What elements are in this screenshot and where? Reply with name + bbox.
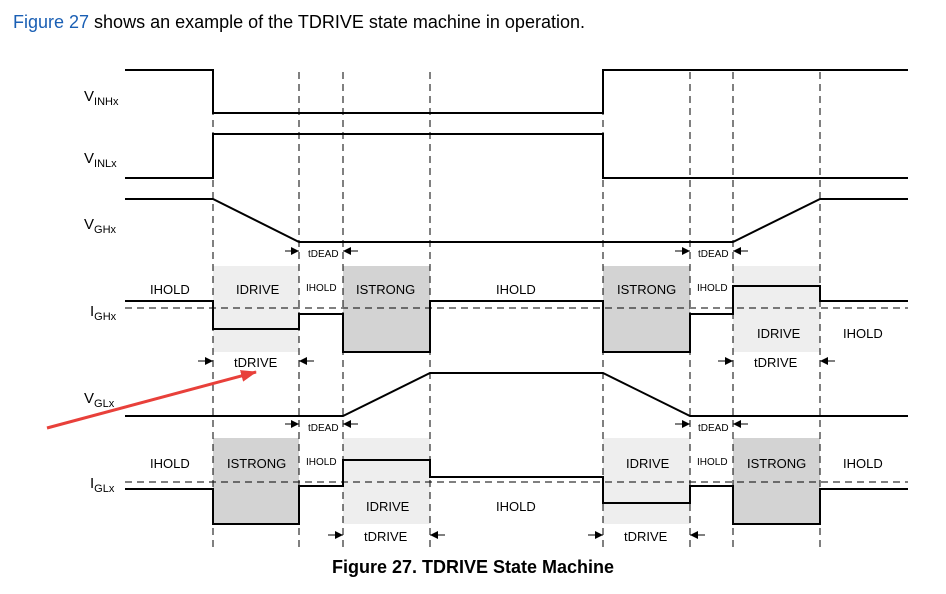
tdead-label-4: tDEAD bbox=[698, 423, 729, 434]
igh-strong-shade-1 bbox=[343, 266, 430, 352]
figure-link[interactable]: Figure 27 bbox=[13, 12, 90, 32]
shaded-regions bbox=[213, 266, 820, 524]
figure-caption: Figure 27. TDRIVE State Machine bbox=[331, 557, 615, 577]
label-igh: IGHx bbox=[90, 303, 117, 323]
label-vinl: VINLx bbox=[84, 150, 117, 170]
igh-hold-label-4: IHOLD bbox=[697, 283, 728, 294]
igl-strong-shade-1 bbox=[213, 438, 299, 524]
tdead-label-2: tDEAD bbox=[698, 249, 729, 260]
igh-waveform bbox=[125, 285, 908, 353]
vgh-waveform bbox=[125, 198, 908, 243]
igh-strong-label-1: ISTRONG bbox=[356, 282, 415, 297]
igl-hold-label-4: IHOLD bbox=[697, 457, 728, 468]
intro-text: Figure 27 shows an example of the TDRIVE… bbox=[13, 12, 585, 33]
igl-drive-shade-2 bbox=[603, 438, 690, 524]
tdrive-label-2: tDRIVE bbox=[754, 355, 798, 370]
tdrive-label-1: tDRIVE bbox=[234, 355, 278, 370]
tdead-label-3: tDEAD bbox=[308, 423, 339, 434]
igl-waveform bbox=[125, 459, 908, 525]
igl-hold-label-2: IHOLD bbox=[306, 457, 337, 468]
igl-hold-label-1: IHOLD bbox=[150, 456, 190, 471]
igh-drive-label-1: IDRIVE bbox=[236, 282, 280, 297]
igh-drive-label-2: IDRIVE bbox=[757, 326, 801, 341]
igh-strong-shade-2 bbox=[603, 266, 690, 352]
label-vgl: VGLx bbox=[84, 390, 115, 410]
label-vgh: VGHx bbox=[84, 216, 117, 236]
tdead-label-1: tDEAD bbox=[308, 249, 339, 260]
igh-strong-label-2: ISTRONG bbox=[617, 282, 676, 297]
igl-drive-label-2: IDRIVE bbox=[626, 456, 670, 471]
igl-strong-shade-2 bbox=[733, 438, 820, 524]
intro-rest: shows an example of the TDRIVE state mac… bbox=[89, 12, 585, 32]
igl-hold-label-3: IHOLD bbox=[496, 499, 536, 514]
label-vinh: VINHx bbox=[84, 88, 119, 108]
vinl-waveform bbox=[125, 133, 908, 179]
igl-drive-label-1: IDRIVE bbox=[366, 499, 410, 514]
vinh-waveform bbox=[125, 69, 908, 114]
vgl-waveform bbox=[125, 372, 908, 417]
igl-drive-shade-1 bbox=[343, 438, 430, 524]
igh-drive-shade-2 bbox=[733, 266, 820, 352]
igh-hold-label-1: IHOLD bbox=[150, 282, 190, 297]
igh-hold-label-5: IHOLD bbox=[843, 326, 883, 341]
igl-strong-label-2: ISTRONG bbox=[747, 456, 806, 471]
red-annotation-arrow bbox=[46, 370, 257, 430]
igl-hold-label-5: IHOLD bbox=[843, 456, 883, 471]
igl-strong-label-1: ISTRONG bbox=[227, 456, 286, 471]
tdrive-label-3: tDRIVE bbox=[364, 529, 408, 544]
igh-hold-label-2: IHOLD bbox=[306, 283, 337, 294]
tdrive-label-4: tDRIVE bbox=[624, 529, 668, 544]
igh-drive-shade-1 bbox=[213, 266, 299, 352]
label-igl: IGLx bbox=[90, 475, 115, 495]
igh-hold-label-3: IHOLD bbox=[496, 282, 536, 297]
